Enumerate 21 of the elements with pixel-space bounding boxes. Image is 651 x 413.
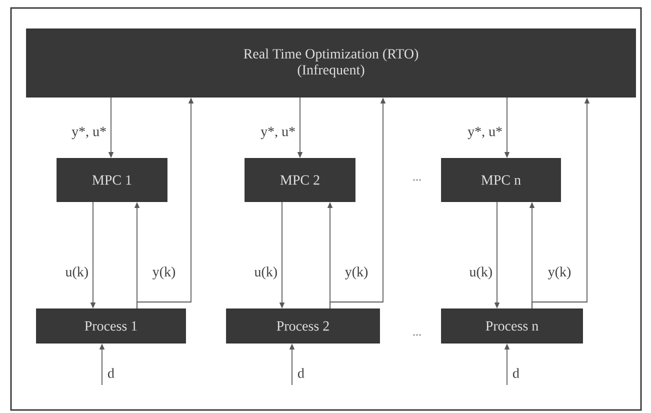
process-box: Process 2 — [226, 308, 380, 344]
edge-label: y(k) — [152, 266, 176, 280]
process-box: Process 1 — [36, 308, 186, 344]
ellipsis: ... — [413, 334, 421, 336]
edge-label: y(k) — [345, 266, 368, 280]
edge-label: d — [298, 368, 304, 378]
edge-label: u(k) — [469, 266, 492, 280]
edge-label: u(k) — [254, 266, 277, 280]
edge-label: y(k) — [548, 266, 571, 280]
edge-label: y*, u* — [72, 126, 106, 140]
process-box: MPC 2 — [244, 158, 356, 202]
ellipsis: ... — [413, 179, 421, 181]
edge-label: u(k) — [65, 266, 88, 280]
process-box: MPC n — [441, 158, 561, 202]
optimizer-box: Real Time Optimization (RTO) (Infrequent) — [26, 28, 636, 98]
edge-label: d — [108, 368, 114, 378]
edge-label: y*, u* — [260, 126, 295, 140]
edge-label: y*, u* — [468, 126, 502, 140]
process-box: Process n — [441, 308, 583, 344]
edge-label: d — [512, 368, 520, 378]
process-box: MPC 1 — [56, 158, 168, 202]
